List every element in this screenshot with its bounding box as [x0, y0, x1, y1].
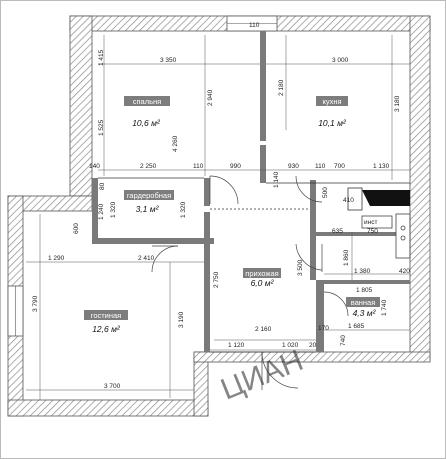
- dim-1130: 1 130: [373, 163, 390, 170]
- dim-990: 990: [230, 163, 241, 170]
- living-name-bg: [84, 310, 128, 320]
- living-name: гостиная: [91, 311, 122, 320]
- dim-750: 750: [367, 228, 378, 235]
- dim-2180: 2 180: [278, 79, 285, 96]
- dimension-texts: 110 3 350 3 000 1 415 2 940 1 525 4 260 …: [32, 22, 410, 390]
- stove-label: инст: [364, 219, 377, 226]
- dim-140: 140: [89, 163, 100, 170]
- wardrobe-name-bg: [124, 190, 174, 200]
- dim-110-top: 110: [249, 22, 260, 29]
- dim-1380: 1 380: [354, 268, 371, 275]
- bedroom-name-bg: [124, 96, 170, 106]
- vent-shaft: [362, 190, 410, 206]
- dim-1525: 1 525: [98, 119, 105, 136]
- dim-1860: 1 860: [343, 249, 350, 266]
- bathroom-name-bg: [346, 297, 380, 307]
- kitchen-name: кухня: [322, 97, 341, 106]
- dim-3180: 3 180: [394, 95, 401, 112]
- bathroom-fixtures: [361, 213, 411, 259]
- living-area: 12,6 м²: [92, 324, 121, 334]
- dim-3500: 3 500: [297, 259, 304, 276]
- exterior-walls: [7, 15, 431, 417]
- dim-170: 170: [318, 325, 329, 332]
- bedroom-name: спальня: [133, 97, 161, 106]
- dim-1120: 1 120: [228, 342, 245, 349]
- dim-4260: 4 260: [172, 135, 179, 152]
- wardrobe-area: 3,1 м²: [136, 204, 160, 214]
- dimension-lines: [26, 35, 410, 400]
- dim-3000: 3 000: [332, 57, 349, 64]
- dim-110-k: 110: [315, 163, 326, 170]
- interior-walls: [92, 31, 410, 352]
- dim-2250: 2 250: [140, 163, 157, 170]
- dim-1685: 1 685: [348, 323, 365, 330]
- hall-name-bg: [243, 268, 281, 278]
- dim-930: 930: [288, 163, 299, 170]
- dim-3350: 3 350: [160, 57, 177, 64]
- hall-name: прихожая: [245, 269, 278, 278]
- dim-2750: 2 750: [213, 271, 220, 288]
- kitchen-area: 10,1 м²: [318, 118, 347, 128]
- door-swings: [151, 175, 349, 390]
- dim-2160: 2 160: [255, 326, 272, 333]
- dim-20: 20: [309, 342, 317, 349]
- dim-1320-b: 1 320: [180, 201, 187, 218]
- bedroom-area: 10,6 м²: [132, 118, 161, 128]
- dim-110-mid: 110: [193, 163, 204, 170]
- partition-lines: [98, 177, 410, 353]
- dim-1240: 1 240: [98, 203, 105, 220]
- dim-3790: 3 790: [32, 295, 39, 312]
- room-labels: спальня 10,6 м² кухня 10,1 м² гардеробна…: [84, 96, 380, 334]
- dim-2410: 2 410: [138, 255, 155, 262]
- dim-1740: 1 740: [381, 299, 388, 316]
- dim-500: 500: [322, 187, 329, 198]
- dim-600: 600: [73, 223, 80, 234]
- dim-1805: 1 805: [356, 287, 373, 294]
- dim-1290: 1 290: [48, 255, 65, 262]
- dim-410: 410: [343, 197, 354, 204]
- dim-740: 740: [340, 335, 347, 346]
- dim-1415: 1 415: [98, 49, 105, 66]
- dim-635: 635: [332, 228, 343, 235]
- dim-2940: 2 940: [207, 89, 214, 106]
- dim-1020: 1 020: [282, 342, 299, 349]
- bathroom-area: 4,3 м²: [353, 308, 377, 318]
- dim-3700: 3 700: [104, 383, 121, 390]
- dim-1320-a: 1 320: [110, 201, 117, 218]
- dim-80: 80: [99, 182, 106, 190]
- wardrobe-name: гардеробная: [127, 191, 171, 200]
- vent-box: [347, 187, 363, 211]
- dim-1140: 1 140: [273, 171, 280, 188]
- dim-420: 420: [399, 268, 410, 275]
- kitchen-name-bg: [316, 96, 348, 106]
- dim-3190: 3 190: [178, 311, 185, 328]
- hall-area: 6,0 м²: [251, 278, 275, 288]
- dim-700: 700: [334, 163, 345, 170]
- bathroom-name: ванная: [351, 298, 376, 307]
